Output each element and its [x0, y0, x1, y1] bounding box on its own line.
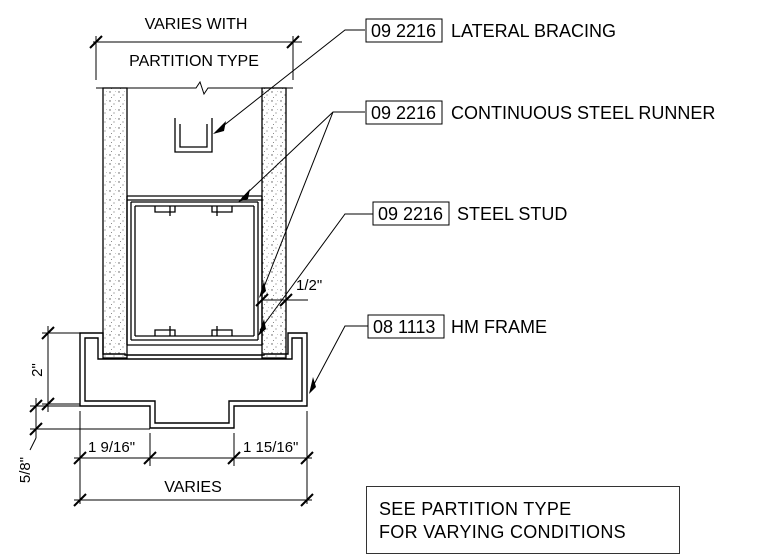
callout-label: STEEL STUD [457, 204, 567, 224]
callout-code: 08 1113 [373, 317, 435, 337]
leader-arrowheads [213, 121, 316, 394]
top-width-label-1: VARIES WITH [145, 16, 248, 33]
left-return-label: 1 9/16" [88, 439, 135, 456]
callout-code: 09 2216 [371, 21, 436, 41]
right-return-label: 1 15/16" [243, 439, 298, 456]
callout-code: 09 2216 [378, 204, 443, 224]
bottom-width-label: VARIES [164, 479, 222, 496]
note-line-2: FOR VARYING CONDITIONS [379, 522, 626, 542]
partition-note: SEE PARTITION TYPE FOR VARYING CONDITION… [366, 486, 680, 554]
frame-lip-label: 5/8" [17, 457, 34, 483]
callout-label: CONTINUOUS STEEL RUNNER [451, 103, 715, 123]
callout-code-box [365, 100, 443, 125]
gypsum-board-right [261, 87, 287, 359]
callout-label: LATERAL BRACING [451, 21, 616, 41]
note-line-1: SEE PARTITION TYPE [379, 499, 572, 519]
steel-stud [130, 201, 259, 341]
hm-frame [79, 332, 308, 429]
frame-depth-label: 2" [29, 363, 46, 377]
dimension-lines [29, 35, 314, 507]
callout-code: 09 2216 [371, 103, 436, 123]
steel-runner [126, 195, 263, 346]
break-line [96, 80, 293, 96]
lateral-bracing [174, 118, 213, 153]
gypsum-board-left [102, 87, 128, 359]
callout-label: HM FRAME [451, 317, 547, 337]
callout-code-box [367, 314, 445, 339]
gap-dimension-label: 1/2" [296, 277, 322, 294]
leader-lines [217, 29, 373, 389]
top-width-label-2: PARTITION TYPE [129, 53, 259, 70]
callout-code-box [372, 201, 450, 226]
callout-code-box [365, 18, 443, 43]
